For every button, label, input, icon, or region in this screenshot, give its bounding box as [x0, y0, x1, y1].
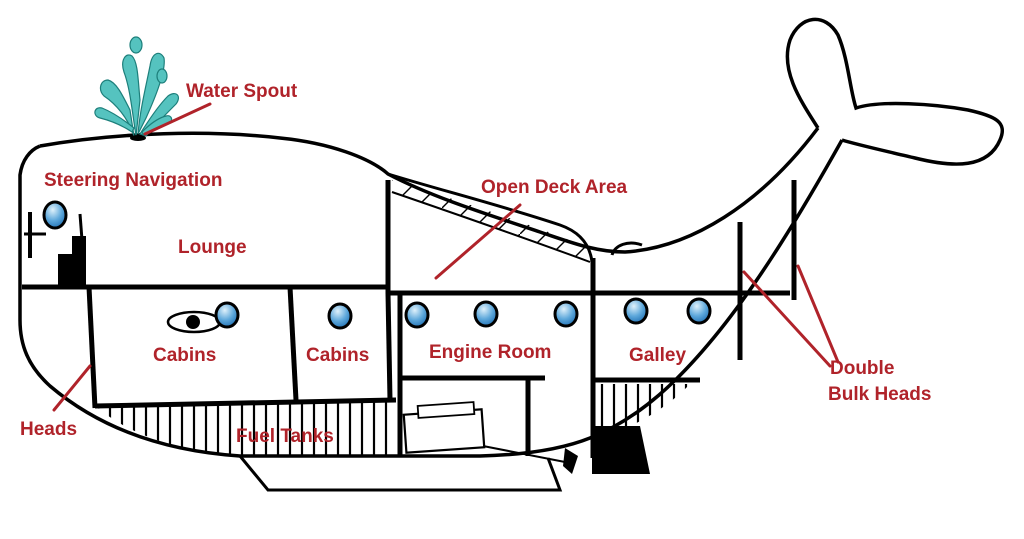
steering-controls: [24, 212, 86, 285]
keel: [238, 455, 563, 492]
label-bulk-heads: Bulk Heads: [828, 384, 931, 405]
propeller-icon: [563, 448, 578, 474]
water-spout-icon: [94, 36, 180, 138]
porthole-icon: [42, 200, 68, 230]
prop-shaft: [482, 445, 566, 463]
label-lounge: Lounge: [178, 237, 247, 258]
porthole-icon: [686, 297, 712, 325]
interior-walls: [22, 180, 797, 458]
fuel-tanks-hatch: [98, 402, 396, 456]
leader-lines: [52, 102, 840, 412]
bulk-head-leader-2: [796, 264, 840, 364]
bulk-head-leader-1: [742, 270, 832, 368]
label-steering-navigation: Steering Navigation: [44, 170, 222, 191]
cabins2-wall: [385, 292, 393, 401]
label-double: Double: [830, 358, 894, 379]
heads-wall: [86, 286, 98, 409]
open-deck-leader: [434, 203, 522, 280]
label-cabins-2: Cabins: [306, 345, 369, 366]
label-heads: Heads: [20, 419, 77, 440]
label-water-spout: Water Spout: [186, 81, 298, 102]
portholes: [42, 200, 712, 330]
label-cabins-1: Cabins: [153, 345, 216, 366]
label-fuel-tanks: Fuel Tanks: [236, 426, 334, 447]
labels: Water Spout Steering Navigation Lounge O…: [20, 81, 931, 447]
label-galley: Galley: [629, 345, 686, 366]
porthole-icon: [623, 297, 649, 325]
label-engine-room: Engine Room: [429, 342, 551, 363]
rudder-icon: [592, 426, 650, 474]
blowhole: [130, 135, 146, 141]
dorsal-fin: [610, 241, 643, 256]
open-deck-hump: [387, 172, 594, 263]
tail-fluke: [785, 17, 1004, 166]
porthole-icon: [473, 300, 499, 328]
eye-icon: [166, 310, 222, 334]
engine-block: [402, 401, 486, 454]
porthole-icon: [553, 300, 579, 328]
heads-leader: [52, 364, 92, 412]
cabins-wall: [287, 286, 299, 401]
label-open-deck-area: Open Deck Area: [481, 177, 628, 198]
porthole-icon: [404, 301, 430, 329]
open-deck-deck: [392, 180, 590, 262]
porthole-icon: [327, 302, 353, 330]
open-deck-rail: [391, 191, 591, 263]
fuel-tank-top: [94, 397, 397, 409]
water-spout-leader: [143, 102, 212, 136]
porthole-icon: [214, 301, 240, 329]
